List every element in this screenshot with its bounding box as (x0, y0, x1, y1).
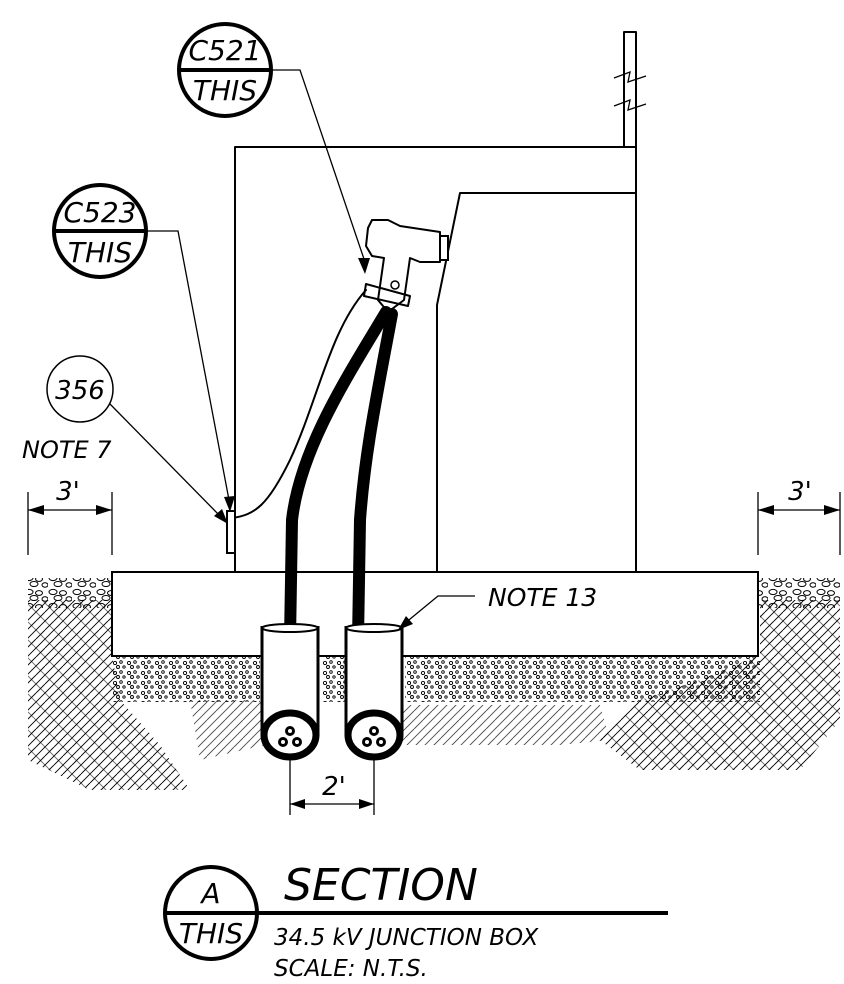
callout-356-number: 356 (55, 376, 105, 406)
callout-c521-number: C521 (189, 34, 262, 67)
conduit-right (344, 623, 404, 761)
gravel-left (28, 578, 112, 608)
callout-c523-number: C523 (64, 196, 137, 229)
callout-356: 356 (46, 355, 228, 524)
section-subtitle: 34.5 kV JUNCTION BOX (274, 925, 539, 951)
dimension-conduit-spacing-value: 2' (322, 772, 346, 802)
note-13-leader: NOTE 13 (398, 583, 597, 630)
soil-left (28, 600, 190, 790)
dimension-left-value: 3' (56, 477, 80, 507)
cable-left (284, 306, 392, 646)
gravel-right (758, 578, 840, 608)
dimension-right: 3' (757, 477, 841, 555)
callout-c523-sheet: THIS (68, 236, 132, 269)
gravel-bedding (112, 656, 760, 702)
conduit-left (260, 623, 320, 761)
concrete-pad (111, 571, 759, 657)
note-13-label: NOTE 13 (488, 583, 597, 612)
callout-c523: C523 THIS (52, 183, 235, 512)
elbow-connector (363, 219, 449, 313)
section-letter: A (199, 877, 220, 910)
soil-center (190, 700, 610, 760)
section-scale: SCALE: N.T.S. (274, 956, 428, 982)
callout-c521-sheet: THIS (193, 74, 257, 107)
section-sheet: THIS (179, 917, 243, 950)
section-title: SECTION (284, 860, 478, 911)
dimension-right-value: 3' (788, 477, 812, 507)
section-title-block: A THIS SECTION 34.5 kV JUNCTION BOX SCAL… (163, 860, 668, 982)
dimension-left: 3' (27, 477, 113, 555)
dimension-conduit-spacing: 2' (289, 760, 375, 815)
note-7-label: NOTE 7 (22, 436, 112, 464)
ground-bar (226, 510, 236, 554)
cable-right (352, 308, 398, 646)
ground-wire (231, 289, 367, 519)
callout-c521: C521 THIS (177, 22, 370, 274)
